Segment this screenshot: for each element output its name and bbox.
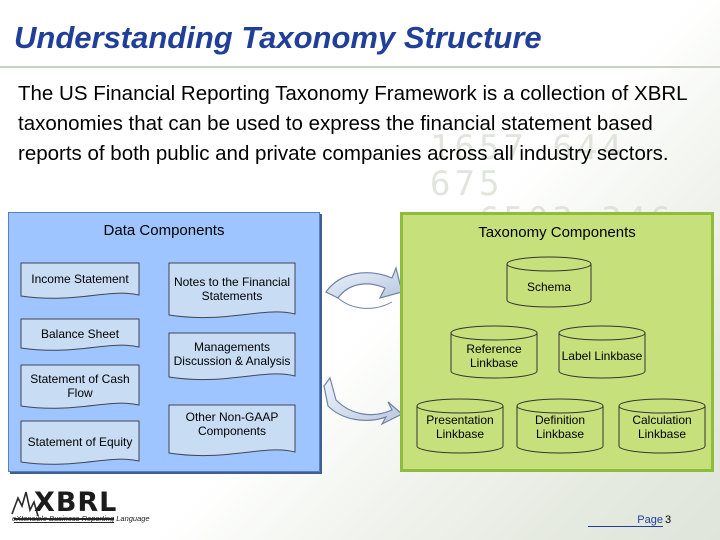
data-components-heading: Data Components xyxy=(103,222,225,239)
intro-paragraph: The US Financial Reporting Taxonomy Fram… xyxy=(18,82,687,165)
balance-sheet-label: Balance Sheet xyxy=(40,327,120,341)
presentation-linkbase-cylinder: Presentation Linkbase xyxy=(416,398,504,454)
other-non-gaap-box: Other Non-GAAP Components xyxy=(168,404,296,460)
slide-title: Understanding Taxonomy Structure xyxy=(14,20,542,55)
reference-linkbase-cylinder: Reference Linkbase xyxy=(450,325,538,379)
calculation-linkbase-label: Calculation Linkbase xyxy=(632,413,692,441)
notes-to-financial-statements-box: Notes to the Financial Statements xyxy=(168,262,296,322)
managements-discussion-box: Managements Discussion & Analysis xyxy=(168,332,296,384)
schema-label: Schema xyxy=(526,280,572,294)
notes-to-financial-statements-label: Notes to the Financial Statements xyxy=(173,275,291,303)
page-number-value: 3 xyxy=(665,514,672,526)
definition-linkbase-cylinder: Definition Linkbase xyxy=(516,398,604,454)
schema-cylinder: Schema xyxy=(506,256,592,308)
other-non-gaap-label: Other Non-GAAP Components xyxy=(185,410,279,438)
xbrl-logo xyxy=(11,491,114,523)
reference-linkbase-label: Reference Linkbase xyxy=(466,342,522,370)
definition-linkbase-label: Definition Linkbase xyxy=(534,413,586,441)
managements-discussion-label: Managements Discussion & Analysis xyxy=(173,340,291,368)
statement-of-equity-label: Statement of Equity xyxy=(27,435,133,449)
title-divider xyxy=(0,66,720,68)
statement-of-equity-box: Statement of Equity xyxy=(20,420,140,468)
xbrl-logo-word: XBRL xyxy=(34,487,118,518)
statement-of-cash-flow-box: Statement of Cash Flow xyxy=(20,364,140,412)
label-linkbase-cylinder: Label Linkbase xyxy=(558,325,646,379)
xbrl-logo-tagline: eXtensible Business Reporting Language xyxy=(12,514,150,523)
balance-sheet-box: Balance Sheet xyxy=(20,318,140,354)
page-link[interactable]: Page xyxy=(588,514,663,527)
income-statement-box: Income Statement xyxy=(20,262,140,302)
calculation-linkbase-cylinder: Calculation Linkbase xyxy=(618,398,706,454)
curved-arrow-top-icon xyxy=(325,266,403,309)
label-linkbase-label: Label Linkbase xyxy=(561,349,643,363)
statement-of-cash-flow-label: Statement of Cash Flow xyxy=(30,372,130,400)
curved-arrow-bottom-icon xyxy=(323,376,404,426)
presentation-linkbase-label: Presentation Linkbase xyxy=(426,413,494,441)
taxonomy-components-heading: Taxonomy Components xyxy=(478,224,636,241)
income-statement-label: Income Statement xyxy=(31,272,129,286)
